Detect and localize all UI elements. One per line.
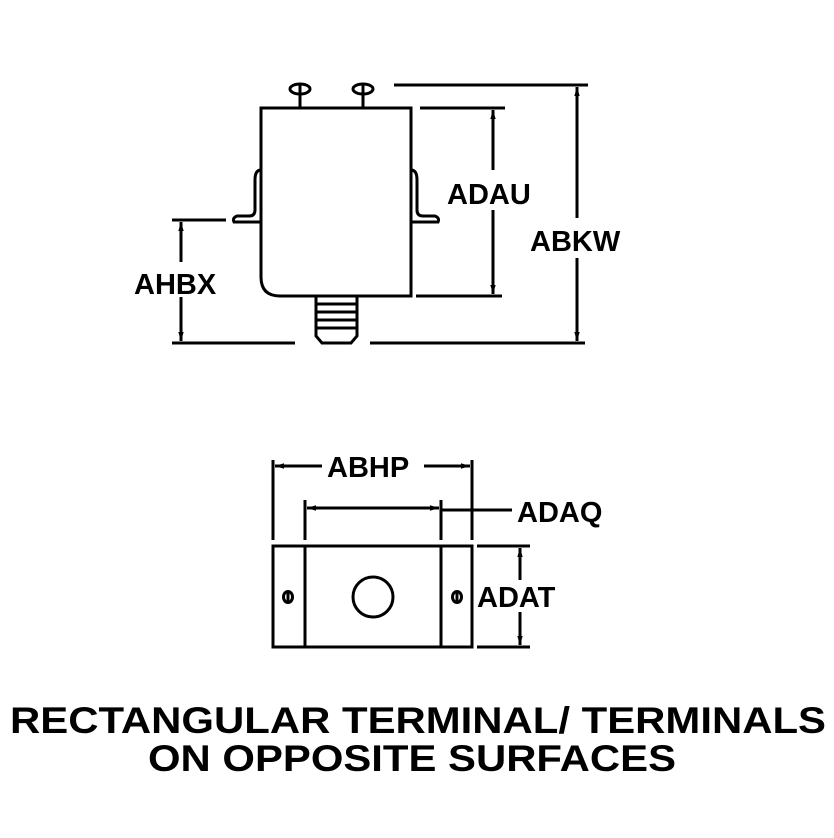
dim-label-adat: ADAT <box>477 582 556 614</box>
component-outline <box>271 544 474 649</box>
component-body <box>259 106 413 298</box>
stud-circle <box>351 575 395 619</box>
side-view: ADAU ABKW AHBX <box>134 82 621 345</box>
dim-label-abhp: ABHP <box>327 452 409 484</box>
dim-label-adaq: ADAQ <box>517 497 602 529</box>
terminal-left <box>288 82 312 108</box>
top-view: ABHP ADAQ ADAT <box>271 452 602 649</box>
dim-label-abkw: ABKW <box>530 226 621 258</box>
title-line-1: RECTANGULAR TERMINAL/ TERMINALS <box>10 700 826 741</box>
title-line-2: ON OPPOSITE SURFACES <box>148 738 676 779</box>
screw-left <box>282 590 294 604</box>
mounting-ear-right <box>410 168 441 224</box>
screw-right <box>451 590 463 604</box>
threaded-stud <box>314 296 359 345</box>
dim-label-ahbx: AHBX <box>134 269 217 301</box>
mounting-ear-left <box>231 168 262 224</box>
terminal-right <box>351 82 375 108</box>
dim-label-adau: ADAU <box>447 179 531 211</box>
